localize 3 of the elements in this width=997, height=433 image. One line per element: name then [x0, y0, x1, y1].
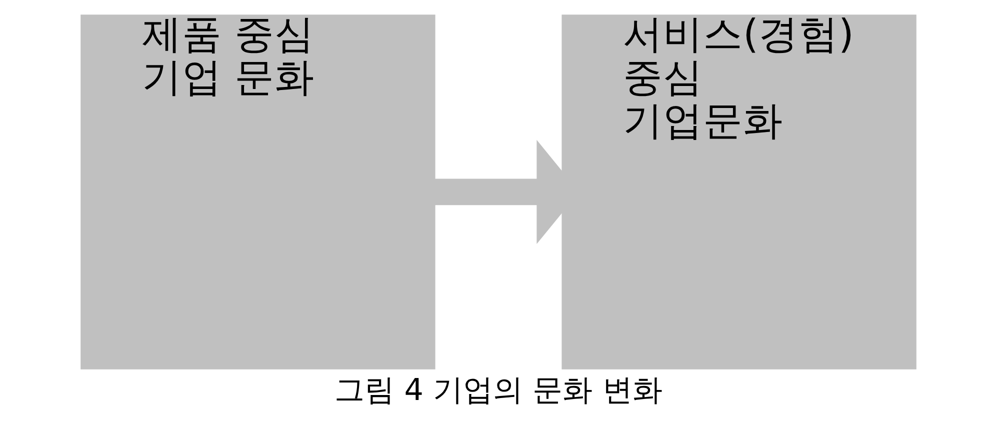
node-box: 제품 중심 기업 문화: [80, 14, 436, 370]
caption: 그림 4 기업의 문화 변화: [334, 373, 662, 408]
node-box: 서비스(경험) 중심 기업문화: [562, 14, 916, 370]
